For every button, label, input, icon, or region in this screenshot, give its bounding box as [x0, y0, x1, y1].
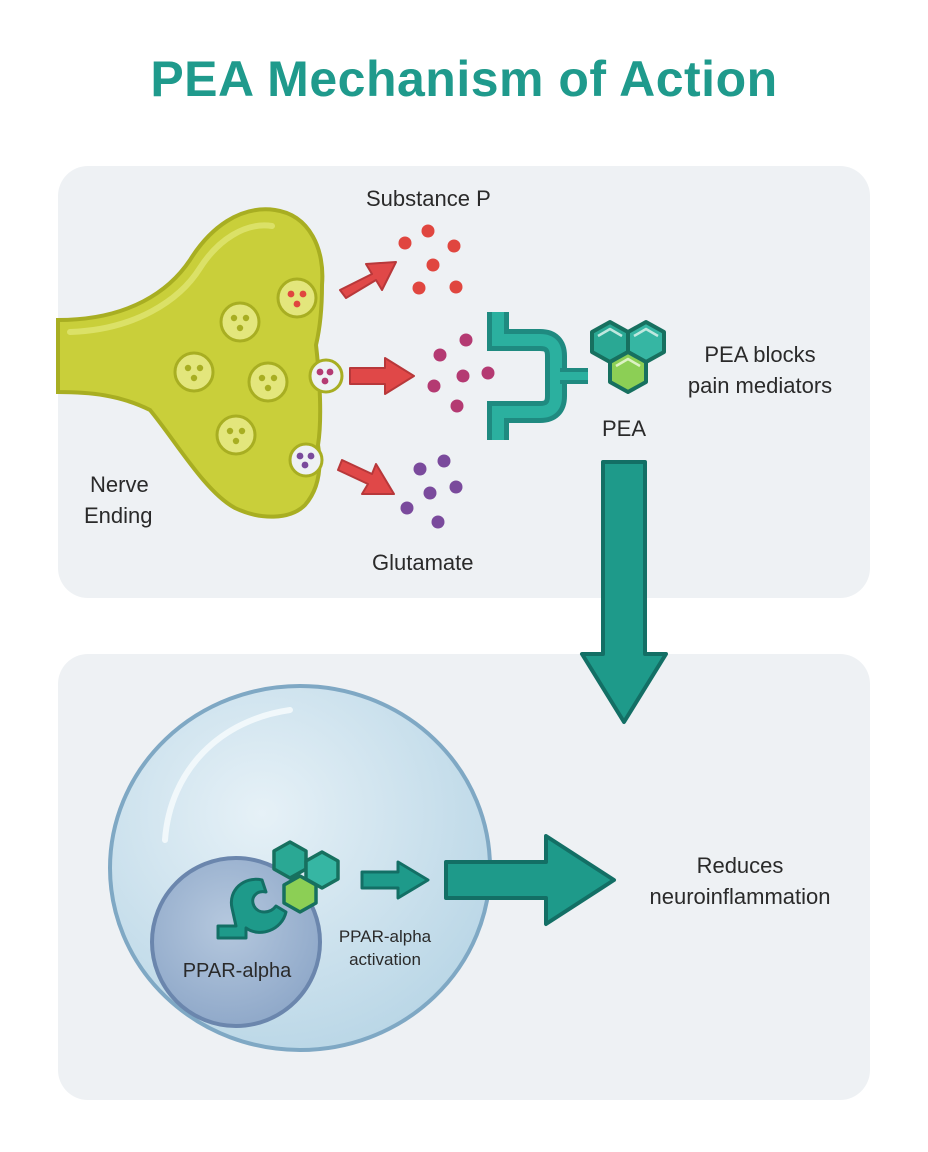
vesicle	[173, 351, 215, 393]
pea-molecule-bound-icon	[272, 840, 340, 914]
label-nerve-ending-line1: Nerve	[90, 472, 149, 497]
vesicle	[215, 414, 257, 456]
pea-molecule-icon	[590, 320, 666, 394]
glutamate-dots	[400, 454, 463, 529]
label-pea-blocks-line1: PEA blocks	[704, 342, 816, 367]
label-ppar-activation-line2: activation	[349, 950, 421, 969]
vesicle	[219, 301, 261, 343]
red-arrow-down	[337, 459, 395, 495]
vesicles	[173, 277, 318, 456]
label-pea-blocks-line2: pain mediators	[687, 373, 833, 398]
label-glutamate: Glutamate	[372, 550, 474, 575]
release-arrows	[337, 261, 415, 495]
label-ppar-activation-line1: PPAR-alpha	[338, 927, 432, 946]
red-arrow-middle	[349, 357, 415, 395]
vesicle	[276, 277, 318, 319]
label-substance-p: Substance P	[366, 186, 491, 211]
big-right-arrow	[444, 834, 616, 926]
activation-arrow	[360, 860, 430, 900]
big-down-arrow	[580, 460, 668, 724]
blocking-bracket-icon	[487, 312, 588, 440]
mixed-mediator-dots	[427, 333, 495, 413]
red-arrow-up	[339, 261, 397, 299]
label-reduces-line1: Reduces	[696, 853, 784, 878]
label-reduces-line2: neuroinflammation	[649, 884, 831, 909]
substance-p-dots	[398, 224, 463, 295]
nucleus	[150, 856, 322, 1028]
label-ppar-alpha: PPAR-alpha	[182, 960, 292, 982]
page-title: PEA Mechanism of Action	[150, 51, 778, 107]
label-pea: PEA	[601, 416, 647, 441]
vesicle	[247, 361, 289, 403]
label-nerve-ending-line2: Ending	[84, 503, 153, 528]
ppar-receptor-icon	[216, 877, 288, 940]
